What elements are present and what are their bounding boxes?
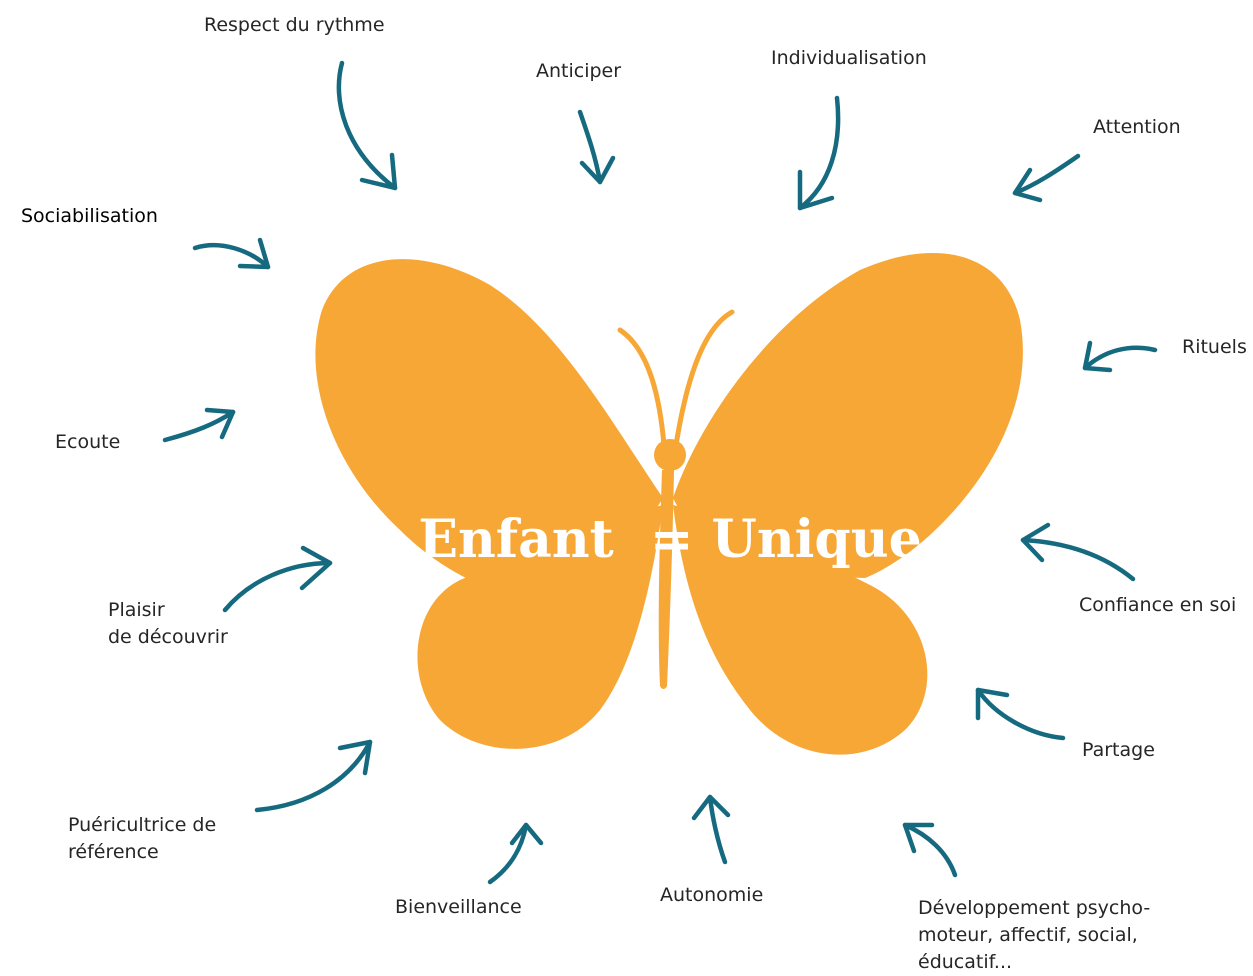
butterfly-upper-left-wing [315, 259, 663, 580]
arrow-anticiper [577, 109, 616, 185]
butterfly-body [658, 470, 674, 689]
arrows [162, 60, 1158, 885]
arrow-puericultrice [254, 739, 373, 813]
label-partage: Partage [1082, 739, 1155, 761]
arrow-individualisation [797, 95, 841, 211]
label-sociabilisation: Sociabilisation [21, 205, 158, 227]
center-title: Enfant = Unique [418, 509, 922, 570]
butterfly [315, 252, 1023, 755]
arrow-plaisir-de-decouvrir [222, 545, 333, 613]
label-developpement: Développement psycho- moteur, affectif, … [918, 897, 1151, 973]
butterfly-upper-right-wing [673, 252, 1023, 578]
label-puericultrice-de-reference: Puéricultrice de référence [68, 814, 217, 863]
butterfly-head [654, 439, 686, 471]
arrow-confiance-en-soi [1020, 522, 1136, 582]
arrow-attention [1012, 153, 1081, 203]
arrow-bienveillance [487, 822, 544, 885]
label-plaisir-de-decouvrir: Plaisir de découvrir [108, 599, 228, 648]
arrow-partage [975, 687, 1066, 741]
label-autonomie: Autonomie [660, 884, 764, 906]
arrow-sociabilisation [192, 237, 271, 270]
label-anticiper: Anticiper [536, 60, 622, 82]
arrow-developpement [902, 822, 958, 878]
label-individualisation: Individualisation [771, 47, 927, 69]
label-confiance-en-soi: Confiance en soi [1079, 594, 1237, 616]
arrow-rituels [1082, 340, 1158, 373]
label-ecoute: Ecoute [55, 431, 121, 453]
arrow-autonomie [691, 794, 731, 865]
arrow-ecoute [162, 407, 236, 443]
label-bienveillance: Bienveillance [395, 896, 522, 918]
butterfly-antenna-right [673, 309, 735, 448]
butterfly-lower-left-wing [417, 505, 663, 749]
butterfly-lower-right-wing [673, 505, 928, 755]
label-attention: Attention [1093, 116, 1181, 138]
butterfly-antenna-left [617, 327, 667, 448]
label-rituels: Rituels [1182, 336, 1247, 358]
arrow-respect-du-rythme [336, 60, 398, 191]
label-respect-du-rythme: Respect du rythme [204, 14, 385, 36]
